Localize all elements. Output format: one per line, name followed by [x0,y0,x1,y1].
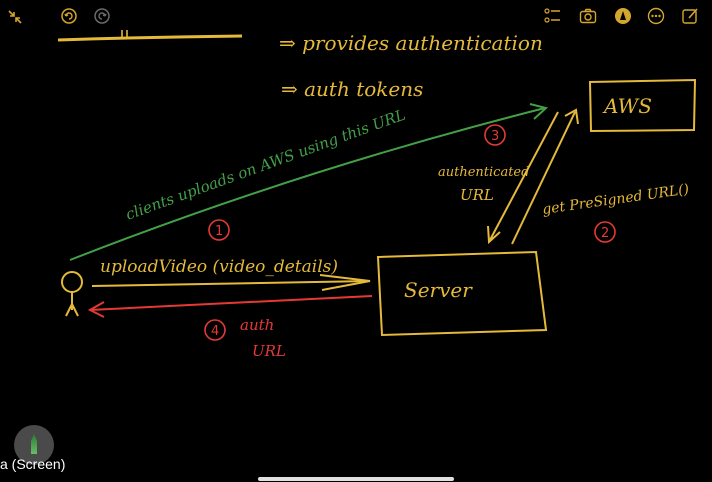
green-arrowhead [529,103,549,120]
undo-icon[interactable] [60,7,78,25]
step-1-circle [208,219,230,241]
aws-box-label: AWS [602,94,652,118]
tick-marks [121,30,128,38]
more-icon[interactable] [647,7,665,25]
redo-icon[interactable] [93,7,111,25]
aws-to-server-arrowhead [487,225,501,245]
auth-url-arrow [89,295,373,311]
user-head [61,271,83,293]
screen-share-label: a (Screen) [0,456,66,472]
pencil-icon [31,434,37,454]
user-body [65,292,79,317]
authenticated-label-line2: URL [460,186,494,204]
step-4-label: 4 [211,324,219,339]
green-arrow [69,107,546,261]
auth-url-line1: auth [240,316,274,334]
pencil-tool-button[interactable] [14,425,54,465]
step-1-label: 1 [215,224,223,239]
step-2-circle [594,221,616,243]
server-box [376,250,548,337]
auth-url-line2: URL [252,342,286,360]
compose-icon[interactable] [681,7,699,25]
server-to-aws-arrowhead [564,108,579,125]
step-3-label: 3 [491,129,499,144]
green-arrow-label: clients uploads on AWS using this URL [123,105,408,223]
step-4-circle [204,319,226,341]
collapse-icon[interactable] [6,8,24,26]
step-3-circle [484,124,506,146]
upload-video-label: uploadVideo (video_details) [100,257,338,277]
underline-stroke [57,34,243,42]
step-2-label: 2 [601,226,609,241]
auth-url-arrowhead [87,301,105,318]
note-provides-authentication: ⇒ provides authentication [279,31,543,55]
server-box-label: Server [404,278,473,302]
aws-to-server-arrow [489,111,559,241]
authenticated-label-line1: authenticated [438,165,529,180]
upload-arrow [91,280,371,287]
presigned-label: get PreSigned URL() [541,182,690,218]
aws-box [588,78,697,133]
upload-arrowhead [319,274,371,291]
home-indicator[interactable] [258,477,454,481]
camera-icon[interactable] [579,7,597,25]
server-to-aws-arrow [511,111,576,245]
pen-tool-icon[interactable] [614,7,632,25]
note-auth-tokens: ⇒ auth tokens [281,77,423,101]
list-icon[interactable] [544,7,562,25]
